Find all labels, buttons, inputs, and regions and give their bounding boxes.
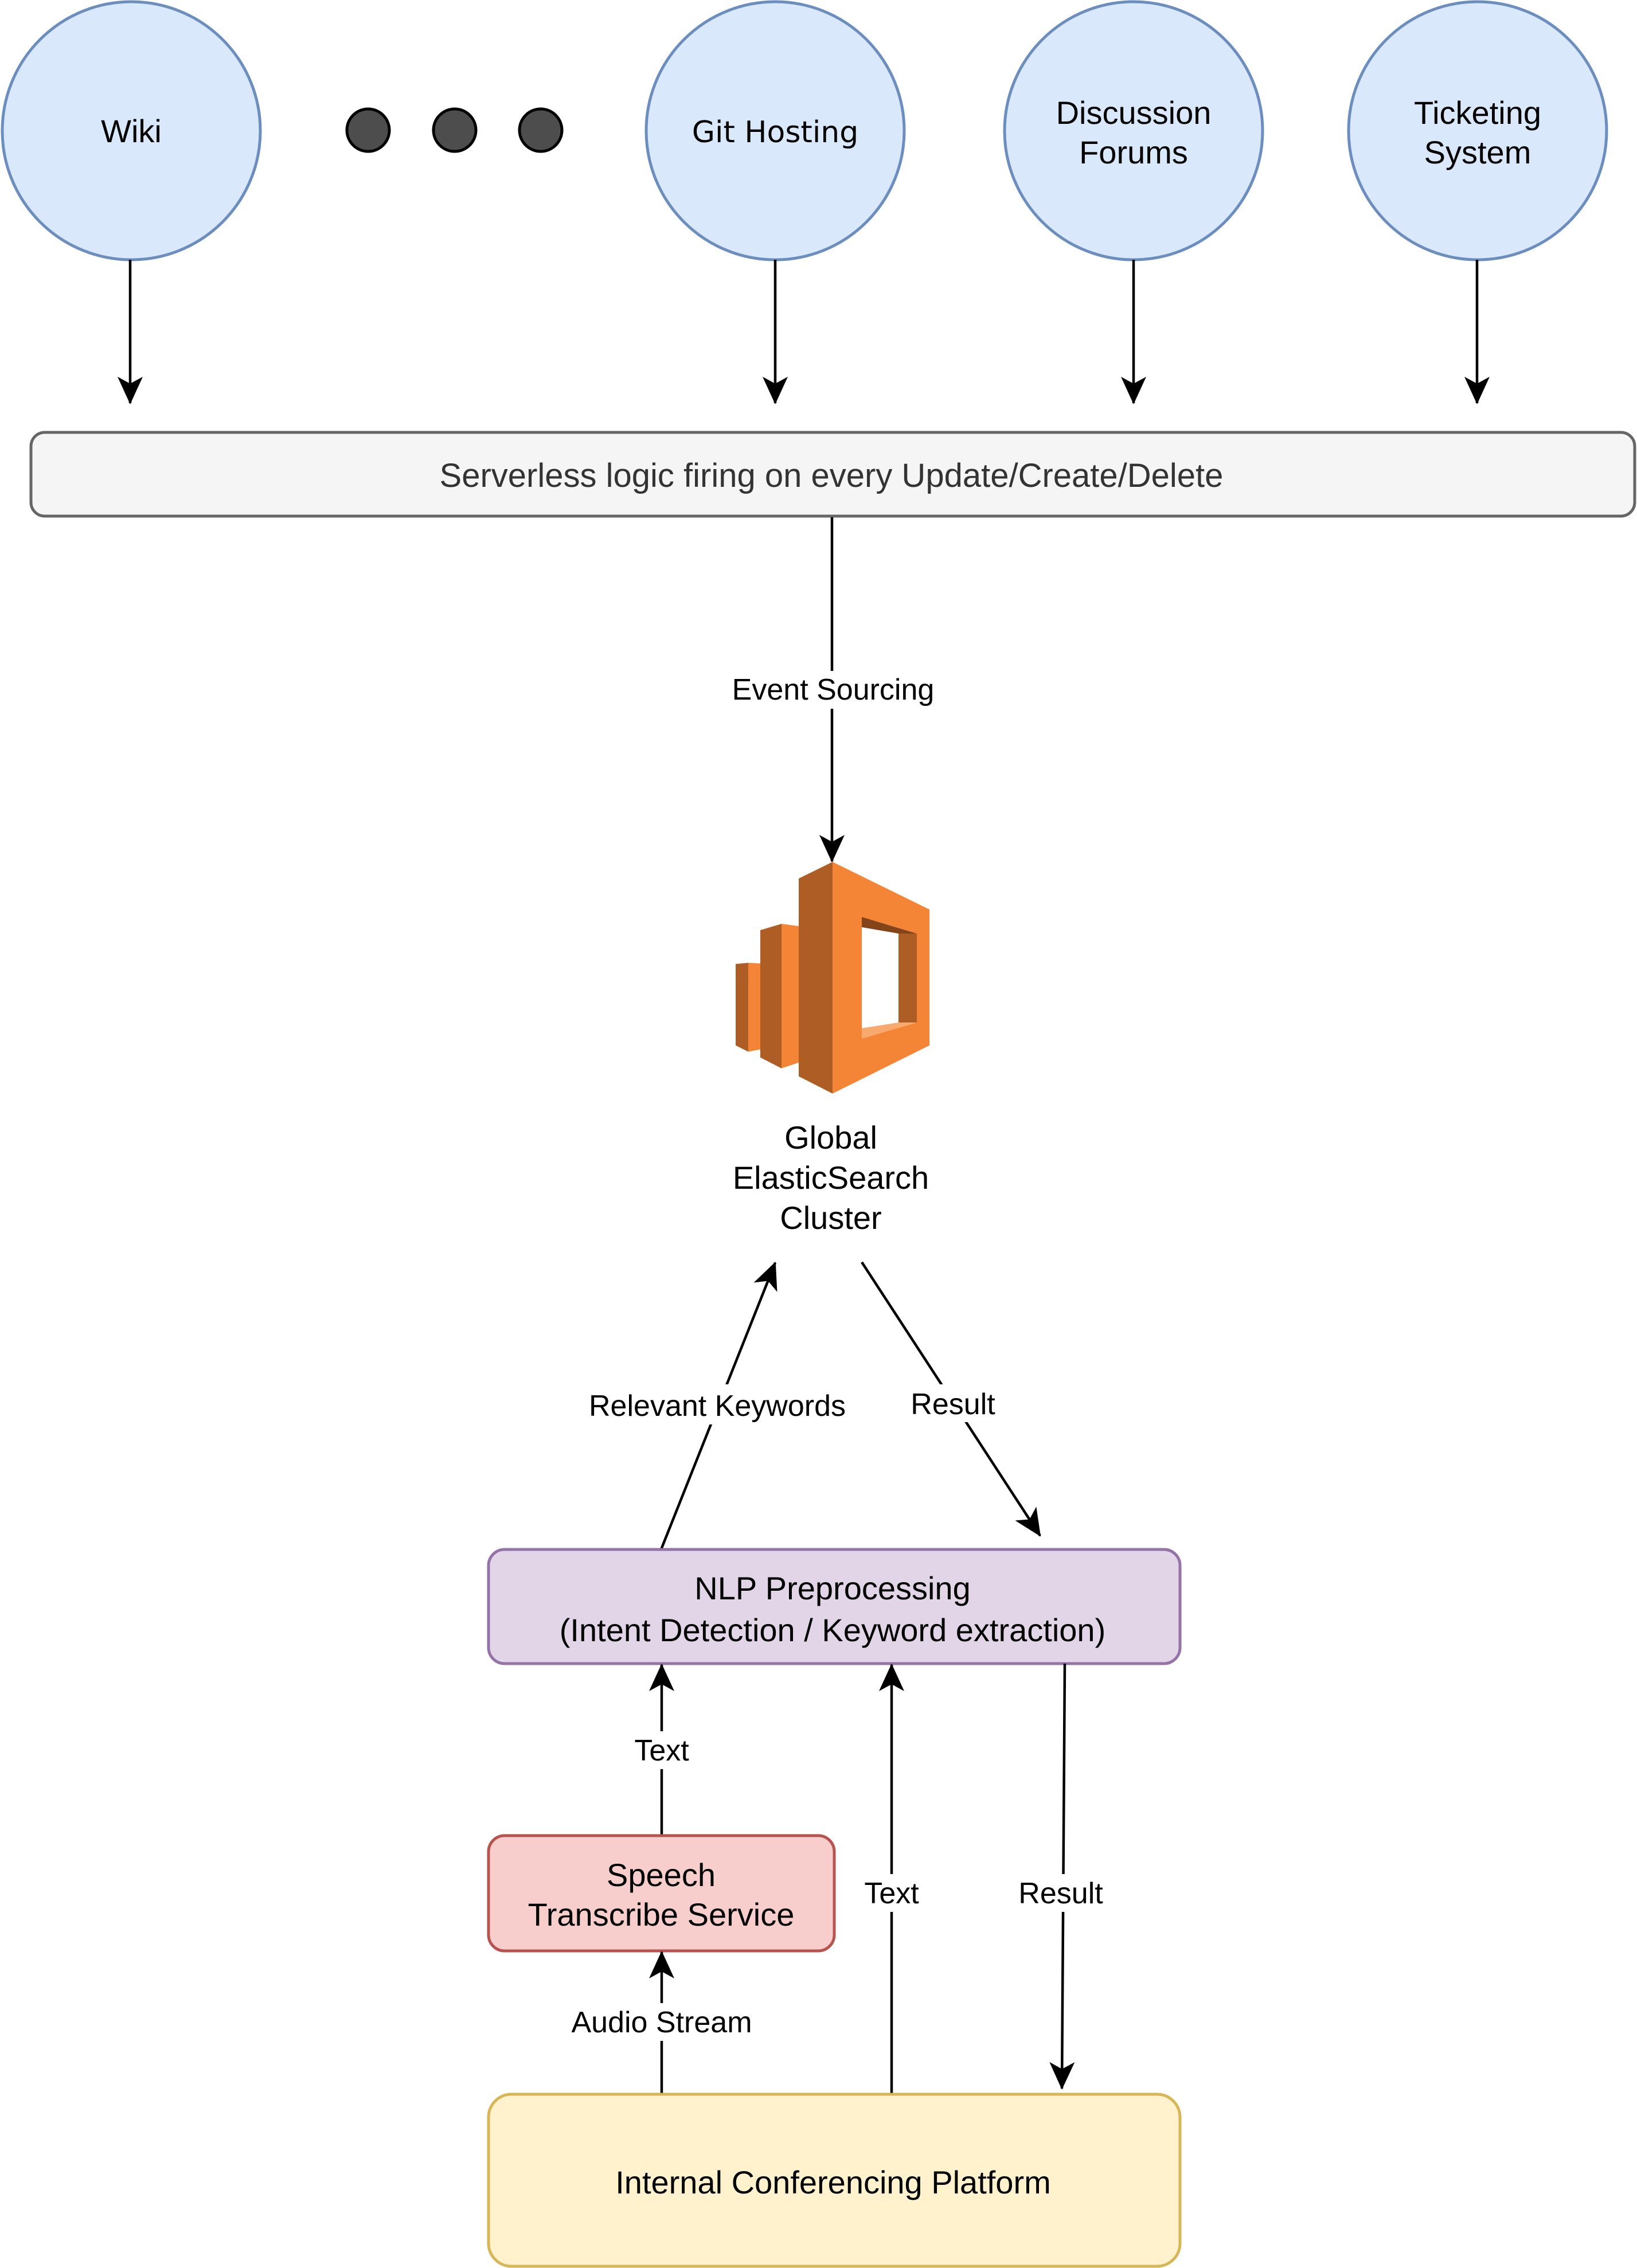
wiki-label: Wiki [101,113,162,149]
conferencing-platform-box[interactable]: Internal Conferencing Platform [487,2093,1182,2268]
es-icon-mid-left [760,924,782,1068]
result-lower-label: Result [1018,1877,1103,1910]
discussion-forums-node[interactable] [1003,0,1264,261]
speech-transcribe-box[interactable]: Speech Transcribe Service [487,1834,836,1953]
es-icon-small-left [736,963,748,1052]
nlp-preprocessing-rect[interactable] [487,1548,1182,1665]
result-upper-label-bg [907,1384,999,1422]
nlp-label-line1: NLP Preprocessing [694,1570,970,1606]
ellipsis-dot [518,107,564,153]
elasticsearch-label-line1: Global [784,1119,877,1156]
audio-stream-label: Audio Stream [571,2006,752,2039]
ticketing-system-label-line1: Ticketing [1414,95,1541,131]
elasticsearch-icon[interactable] [736,862,929,1094]
source-discussion-forums[interactable]: Discussion Forums [1003,0,1264,261]
relevant-keywords-label-bg [580,1384,855,1424]
nlp-label-line2: (Intent Detection / Keyword extraction) [560,1612,1105,1648]
text-from-platform-label-bg [861,1874,923,1912]
speech-label-line1: Speech [607,1857,716,1893]
event-sourcing-label: Event Sourcing [732,673,935,706]
es-icon-hole-white [862,927,898,1028]
serverless-logic-rect[interactable] [29,431,1636,518]
event-sourcing-label-bg [724,671,943,709]
elasticsearch-label-line3: Cluster [780,1200,881,1236]
relevant-keywords-label: Relevant Keywords [589,1389,846,1423]
es-icon-main-left [799,862,833,1094]
ticketing-system-node[interactable] [1347,0,1608,261]
discussion-forums-label-line2: Forums [1079,134,1188,170]
nlp-preprocessing-box[interactable]: NLP Preprocessing (Intent Detection / Ke… [487,1548,1182,1665]
ticketing-system-label-line2: System [1424,134,1531,170]
conferencing-platform-rect[interactable] [487,2093,1182,2268]
es-icon-hole-top [862,917,917,934]
es-icon-hole-right [898,934,917,1022]
source-wiki[interactable]: Wiki [1,0,262,261]
source-ticketing-system[interactable]: Ticketing System [1347,0,1608,261]
speech-transcribe-rect[interactable] [487,1834,836,1953]
discussion-forums-label-line1: Discussion [1056,95,1212,131]
ellipsis-dot [432,107,478,153]
es-icon-frame [833,862,929,1094]
es-icon-small-right [748,963,760,1052]
serverless-logic-label: Serverless logic firing on every Update/… [440,457,1224,494]
result-lower-label-bg [1015,1874,1107,1912]
es-icon-mid-right [782,924,799,1068]
es-icon-hole-bottom [862,1022,917,1039]
source-git-hosting[interactable]: Git Hosting [644,0,906,261]
more-sources-ellipsis [345,107,564,153]
text-from-speech-label-bg [631,1731,693,1769]
text-from-platform-label: Text [864,1877,919,1910]
serverless-logic-box[interactable]: Serverless logic firing on every Update/… [29,431,1636,518]
git-hosting-label: Git Hosting [692,115,858,150]
result-upper-label: Result [911,1388,995,1421]
conferencing-platform-label: Internal Conferencing Platform [615,2164,1051,2200]
ellipsis-dot [345,107,391,153]
speech-label-line2: Transcribe Service [528,1896,795,1933]
text-from-speech-label: Text [634,1734,689,1767]
audio-stream-label-bg [562,2003,761,2041]
elasticsearch-label-line2: ElasticSearch [733,1160,929,1196]
